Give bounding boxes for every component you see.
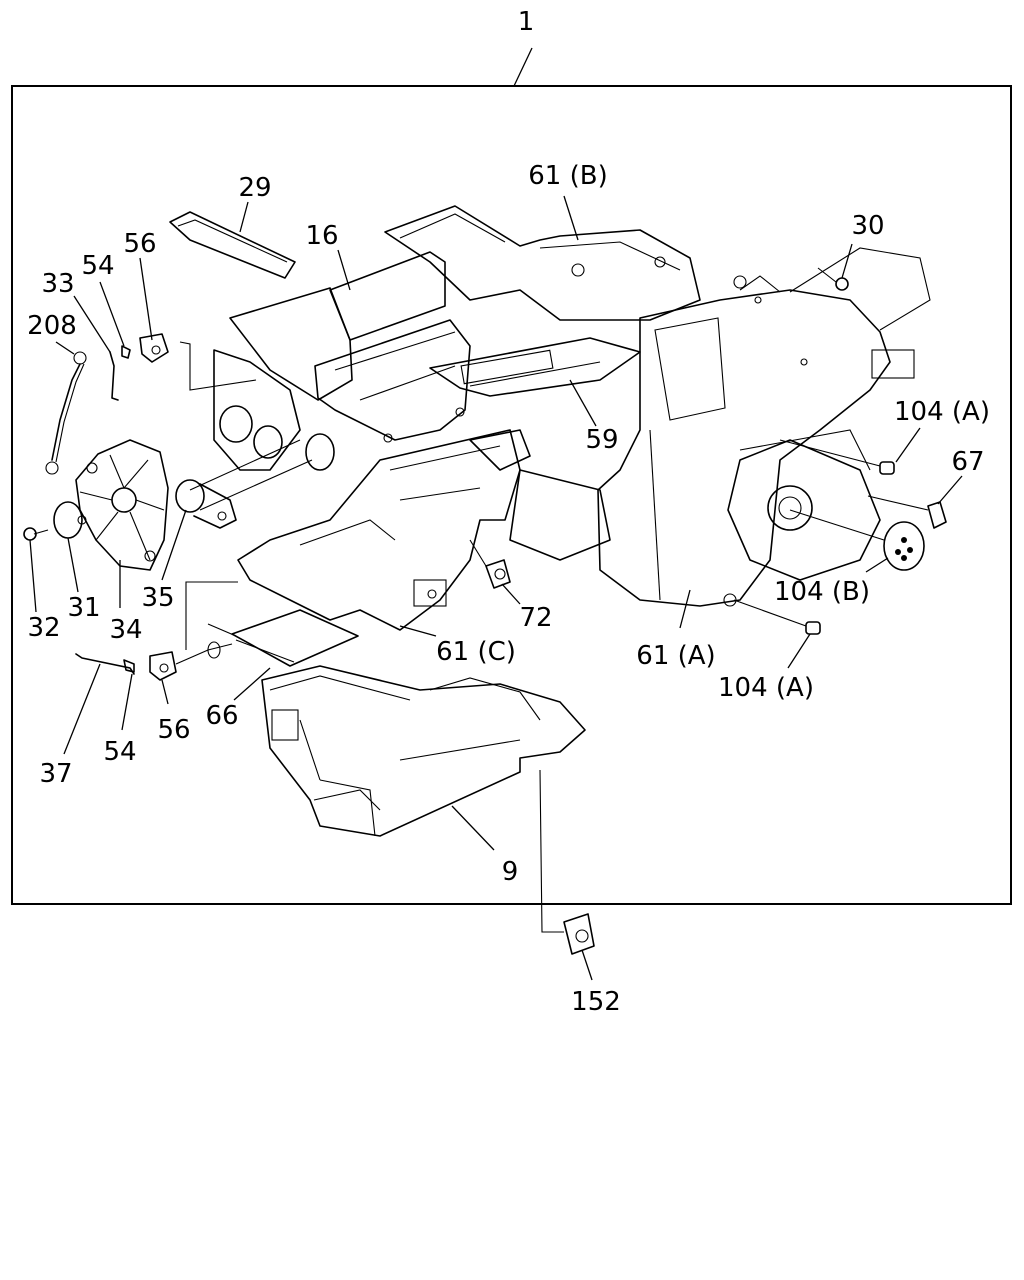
- spring-208: [45, 351, 87, 475]
- callout-34: 34: [109, 615, 142, 645]
- callout-61c: 61 (C): [436, 637, 516, 667]
- screw-32: [23, 527, 49, 541]
- callout-29: 29: [238, 173, 271, 203]
- clip-67: [927, 501, 947, 529]
- center-case-lower: [237, 429, 611, 631]
- callout-35: 35: [141, 583, 174, 613]
- hardware: [469, 267, 947, 955]
- callout-30: 30: [851, 211, 884, 241]
- pin-104a-upper: [879, 461, 895, 475]
- clip-54-upper: [121, 345, 131, 359]
- callout-61a: 61 (A): [636, 641, 715, 671]
- bracket-56-lower: [149, 581, 238, 681]
- callout-16: 16: [305, 221, 338, 251]
- upper-case-assembly: [169, 205, 701, 443]
- callout-104a-lower: 104 (A): [718, 673, 814, 703]
- nut-152: [539, 769, 595, 955]
- callout-61b: 61 (B): [528, 161, 607, 191]
- clip-54-lower: [123, 659, 135, 673]
- rod-33: [109, 351, 119, 401]
- leader-lines: [29, 195, 963, 981]
- callout-56-lower: 56: [157, 715, 190, 745]
- callout-152: 152: [571, 987, 621, 1017]
- callout-54-upper: 54: [81, 251, 114, 281]
- callout-72: 72: [519, 603, 552, 633]
- callout-56-upper: 56: [123, 229, 156, 259]
- blower-case-right: [597, 247, 931, 607]
- bracket-56-upper: [139, 333, 257, 391]
- left-mechanism: [23, 333, 335, 681]
- nut-72: [469, 539, 511, 589]
- callout-59: 59: [585, 425, 618, 455]
- callout-37: 37: [39, 759, 72, 789]
- filter-66: [207, 609, 359, 667]
- callout-208: 208: [27, 311, 77, 341]
- callout-67: 67: [951, 447, 984, 477]
- cap-104b: [789, 509, 925, 571]
- assembly-number-label: 1: [518, 7, 535, 37]
- callout-33: 33: [41, 269, 74, 299]
- assembly-frame: [11, 47, 1012, 905]
- lower-case-9: [261, 665, 586, 837]
- callout-54-lower: 54: [103, 737, 136, 767]
- fan-wheel-34: [75, 439, 169, 571]
- actuator-35: [175, 479, 237, 529]
- callout-104b: 104 (B): [774, 577, 870, 607]
- callout-32: 32: [27, 613, 60, 643]
- callout-104a-upper: 104 (A): [894, 397, 990, 427]
- callout-labels: 1 29 16 61 (B) 30 56 54 33 208 104 (A) 6…: [27, 7, 990, 1017]
- callout-31: 31: [67, 593, 100, 623]
- callout-9: 9: [502, 857, 519, 887]
- pin-104a-lower: [805, 621, 821, 635]
- callout-66: 66: [205, 701, 238, 731]
